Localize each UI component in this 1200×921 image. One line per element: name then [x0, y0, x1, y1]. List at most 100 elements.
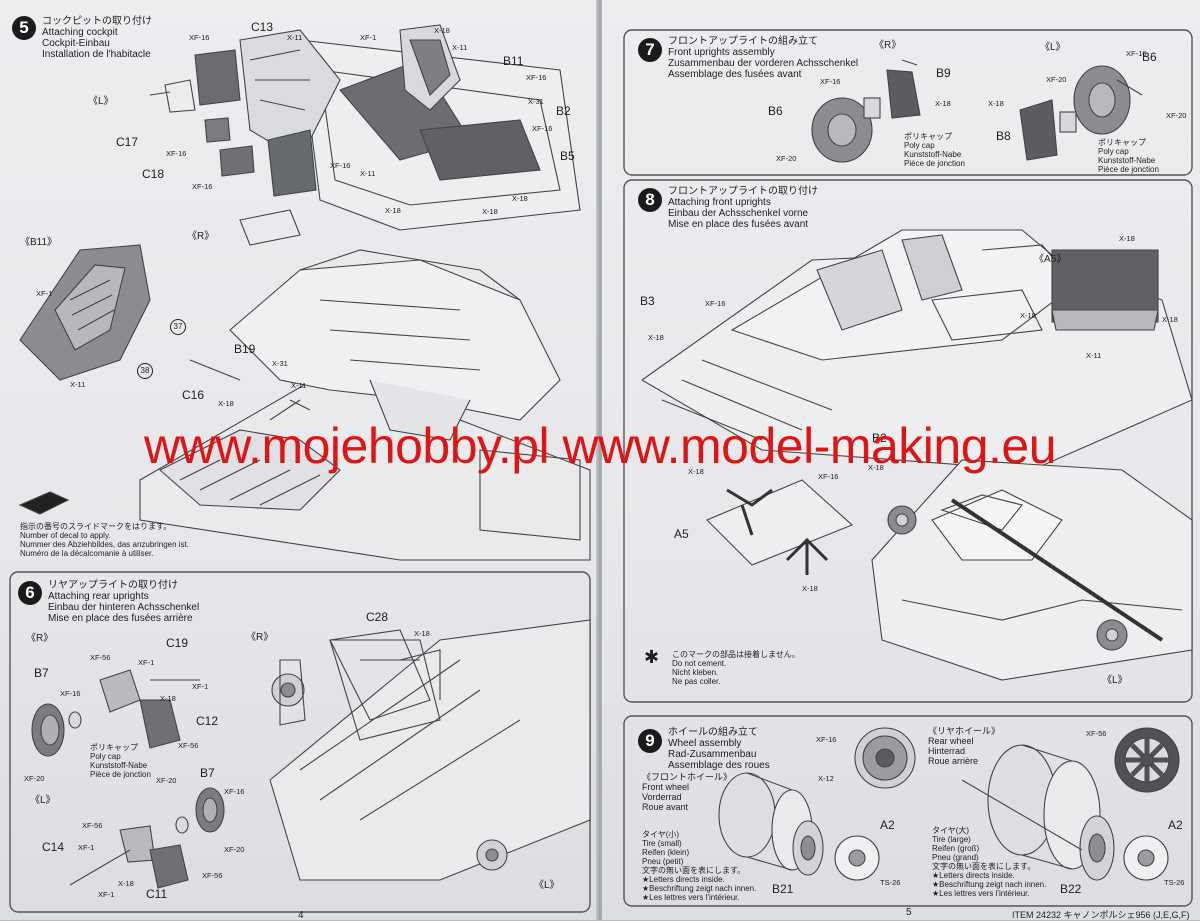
label-c14: C14: [42, 840, 65, 854]
label-x18-8c: X-18: [1020, 311, 1036, 320]
label-xf16-7b: XF-16: [1126, 49, 1147, 58]
letters-note-rear: 文字の無い面を表にします。 ★Letters directs inside. ★…: [932, 862, 1047, 898]
label-xf16-8a: XF-16: [705, 299, 726, 308]
label-x12-9: X-12: [818, 774, 834, 783]
label-b5: B5: [560, 149, 575, 163]
label-x18-7a: X-18: [935, 99, 951, 108]
label-b6-a: B6: [768, 104, 783, 118]
page-number-left: 4: [298, 910, 304, 921]
label-x18-c: X-18: [482, 207, 498, 216]
label-xf20-7b: XF-20: [1046, 75, 1067, 84]
label-xf1-e: XF-1: [78, 843, 95, 852]
label-x18-f: X-18: [160, 694, 176, 703]
page-number-right: 5: [906, 907, 912, 918]
step-9-number: 9: [638, 729, 662, 753]
label-xf20-7a: XF-20: [776, 154, 797, 163]
label-x18-8d: X-18: [1162, 315, 1178, 324]
label-a5: A5: [674, 527, 689, 541]
label-x18-h: X-18: [414, 629, 430, 638]
label-x18-a: X-18: [434, 26, 450, 35]
label-a5-detail: 《A5》: [1034, 254, 1067, 265]
label-c12: C12: [196, 714, 219, 728]
decal-marker-37: 37: [170, 319, 186, 335]
left-page: 5 コックピットの取り付け Attaching cockpit Cockpit-…: [0, 0, 598, 920]
right-page: 7 フロントアップライトの組み立て Front uprights assembl…: [602, 0, 1200, 920]
item-footer: ITEM 24232 キャノンポルシェ956 (J,E,G,F): [1012, 910, 1190, 920]
label-b7-b: B7: [200, 766, 215, 780]
step-7-title: フロントアップライトの組み立て Front uprights assembly …: [668, 36, 859, 80]
label-x18-8a: X-18: [648, 333, 664, 342]
label-x18-7b: X-18: [988, 99, 1004, 108]
label-xf1-a: XF-1: [360, 33, 377, 42]
no-cement-note: このマークの部品は接着しません。 Do not cement. Nicht kl…: [672, 650, 800, 686]
label-xf56-9: XF-56: [1086, 729, 1107, 738]
decal-note: 指示の番号のスライドマークをはります。 Number of decal to a…: [20, 522, 189, 558]
label-ts26-front: TS-26: [880, 878, 901, 887]
label-xf16-7a: XF-16: [820, 77, 841, 86]
label-c28: C28: [366, 610, 389, 624]
label-xf16-b: XF-16: [526, 73, 547, 82]
label-xf1-c: XF-1: [138, 658, 155, 667]
label-x18-8e: X-18: [688, 467, 704, 476]
label-x18-8f: X-18: [868, 463, 884, 472]
label-x31-a: X-31: [528, 97, 544, 106]
label-a2-front: A2: [880, 818, 895, 832]
step-5-number: 5: [12, 16, 36, 40]
label-xf16-d: XF-16: [166, 149, 187, 158]
label-x11-c: X-11: [360, 169, 376, 178]
label-x18-g: X-18: [118, 879, 134, 888]
label-xf20-a: XF-20: [24, 774, 45, 783]
label-xf16-a: XF-16: [189, 33, 210, 42]
label-step6-l2: 《L》: [534, 880, 560, 891]
polycap-note-step6: ポリキャップ Poly cap Kunststoff-Nabe Pièce de…: [90, 743, 151, 779]
label-b7-a: B7: [34, 666, 49, 680]
label-step6-l: 《L》: [30, 795, 56, 806]
right-page-drawing: [623, 29, 1193, 907]
label-xf16-h: XF-16: [224, 787, 245, 796]
polycap-note-step7-r: ポリキャップ Poly cap Kunststoff-Nabe Pièce de…: [904, 132, 965, 168]
label-x31-b: X-31: [272, 359, 288, 368]
label-x18-d: X-18: [512, 194, 528, 203]
label-b8: B8: [996, 129, 1011, 143]
label-xf56-d: XF-56: [202, 871, 223, 880]
tire-large-note: タイヤ(大) Tire (large) Reifen (groß) Pneu (…: [932, 826, 980, 862]
label-xf1-f: XF-1: [98, 890, 115, 899]
label-xf56-c: XF-56: [82, 821, 103, 830]
letters-note-front: 文字の無い面を表にします。 ★Letters directs inside. ★…: [642, 866, 757, 902]
label-xf16-g: XF-16: [60, 689, 81, 698]
label-c19: C19: [166, 636, 189, 650]
label-xf16-e: XF-16: [192, 182, 213, 191]
step-6-title: リヤアップライトの取り付け Attaching rear uprights Ei…: [48, 580, 200, 624]
label-b11: B11: [503, 54, 524, 68]
label-b6-b: B6: [1142, 50, 1157, 64]
front-wheel-title: 《フロントホイール》 Front wheel Vorderrad Roue av…: [642, 772, 733, 812]
label-x18-8b: X-18: [1119, 234, 1135, 243]
tire-small-note: タイヤ(小) Tire (small) Reifen (klein) Pneu …: [642, 830, 690, 866]
no-cement-icon: ✱: [644, 647, 660, 667]
label-x18-b: X-18: [385, 206, 401, 215]
step-9-title: ホイールの組み立て Wheel assembly Rad-Zusammenbau…: [668, 727, 770, 771]
label-xf20-b: XF-20: [156, 776, 177, 785]
label-x11-e: X-11: [291, 381, 307, 390]
label-ts26-rear: TS-26: [1164, 878, 1185, 887]
step-5-drawing: [9, 24, 591, 913]
label-x11-a: X-11: [287, 33, 303, 42]
label-x11-d: X-11: [70, 380, 86, 389]
label-x18-e: X-18: [218, 399, 234, 408]
label-a2-rear: A2: [1168, 818, 1183, 832]
label-step5-l: 《L》: [88, 96, 114, 107]
label-step8-l: 《L》: [1102, 675, 1128, 686]
label-x18-8g: X-18: [802, 584, 818, 593]
label-c18: C18: [142, 167, 165, 181]
label-b2-8: B2: [872, 431, 887, 445]
decal-marker-38: 38: [137, 363, 153, 379]
label-x11-8: X-11: [1086, 351, 1102, 360]
label-step7-l: 《L》: [1040, 42, 1066, 53]
step-5-title: コックピットの取り付け Attaching cockpit Cockpit-Ei…: [42, 16, 152, 60]
label-b19: B19: [234, 342, 256, 356]
label-xf16-9: XF-16: [816, 735, 837, 744]
label-step6-r: 《R》: [26, 633, 54, 644]
step-8-title: フロントアップライトの取り付け Attaching front uprights…: [668, 186, 818, 230]
label-xf20-7c: XF-20: [1166, 111, 1187, 120]
label-b2: B2: [556, 104, 571, 118]
